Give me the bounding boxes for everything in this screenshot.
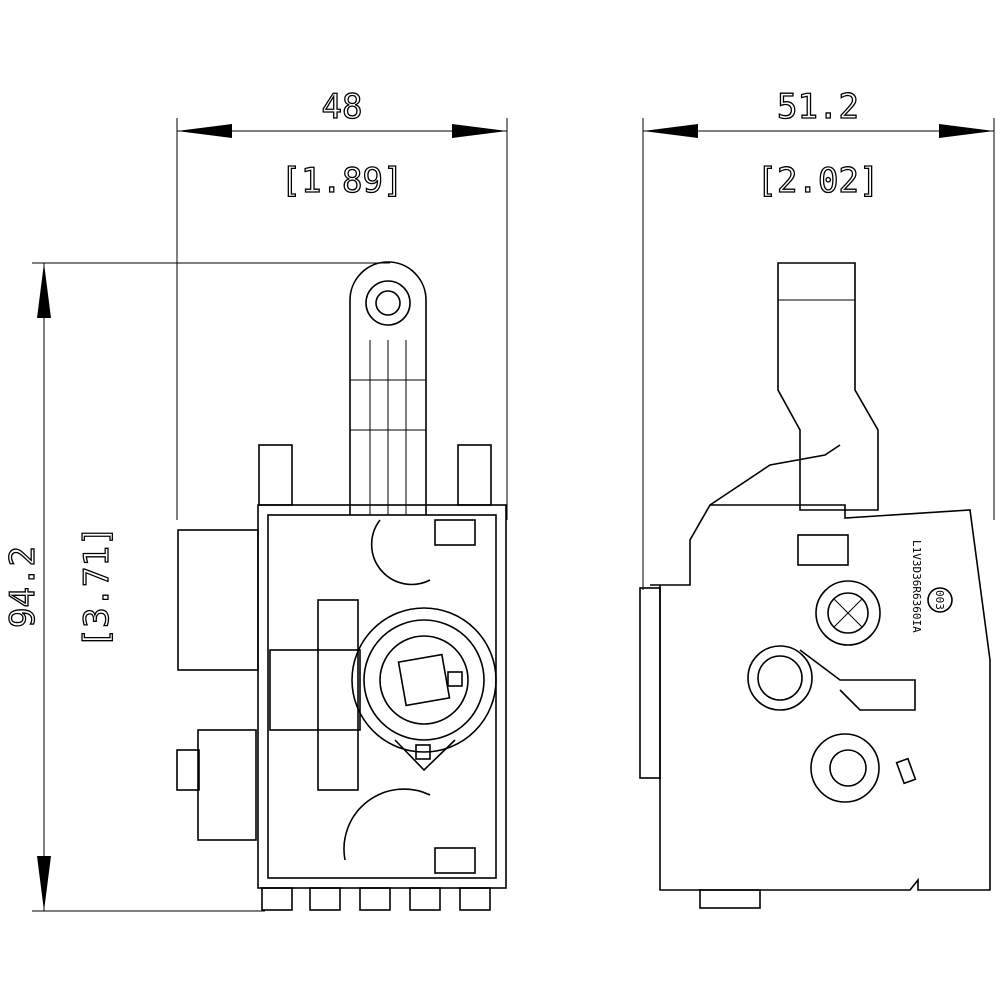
arrow-down-icon [37, 856, 51, 911]
arrow-left-icon [177, 124, 232, 138]
side-depth-in: [2.02] [757, 161, 880, 201]
front-width-dimension: 48 [1.89] [176, 86, 508, 520]
arrow-right-icon [452, 124, 507, 138]
front-height-mm: 94.2 [3, 546, 43, 628]
arrow-left-icon [643, 124, 698, 138]
front-height-in: [3.71] [77, 526, 117, 649]
part-label: L1V3D36R6360IA [910, 540, 923, 633]
circle-mark [927, 587, 953, 613]
side-depth-mm: 51.2 [777, 87, 859, 127]
front-width-mm: 48 [322, 87, 363, 127]
circle-mark-text: 003 [933, 590, 946, 610]
front-width-in: [1.89] [281, 161, 404, 201]
arrow-up-icon [37, 263, 51, 318]
arrow-right-icon [939, 124, 994, 138]
front-view-device [176, 261, 507, 911]
side-view-device: L1V3D36R6360IA 003 [639, 262, 991, 909]
side-depth-dimension: 51.2 [2.02] [642, 86, 995, 590]
front-height-dimension: 94.2 [3.71] [2, 262, 390, 912]
